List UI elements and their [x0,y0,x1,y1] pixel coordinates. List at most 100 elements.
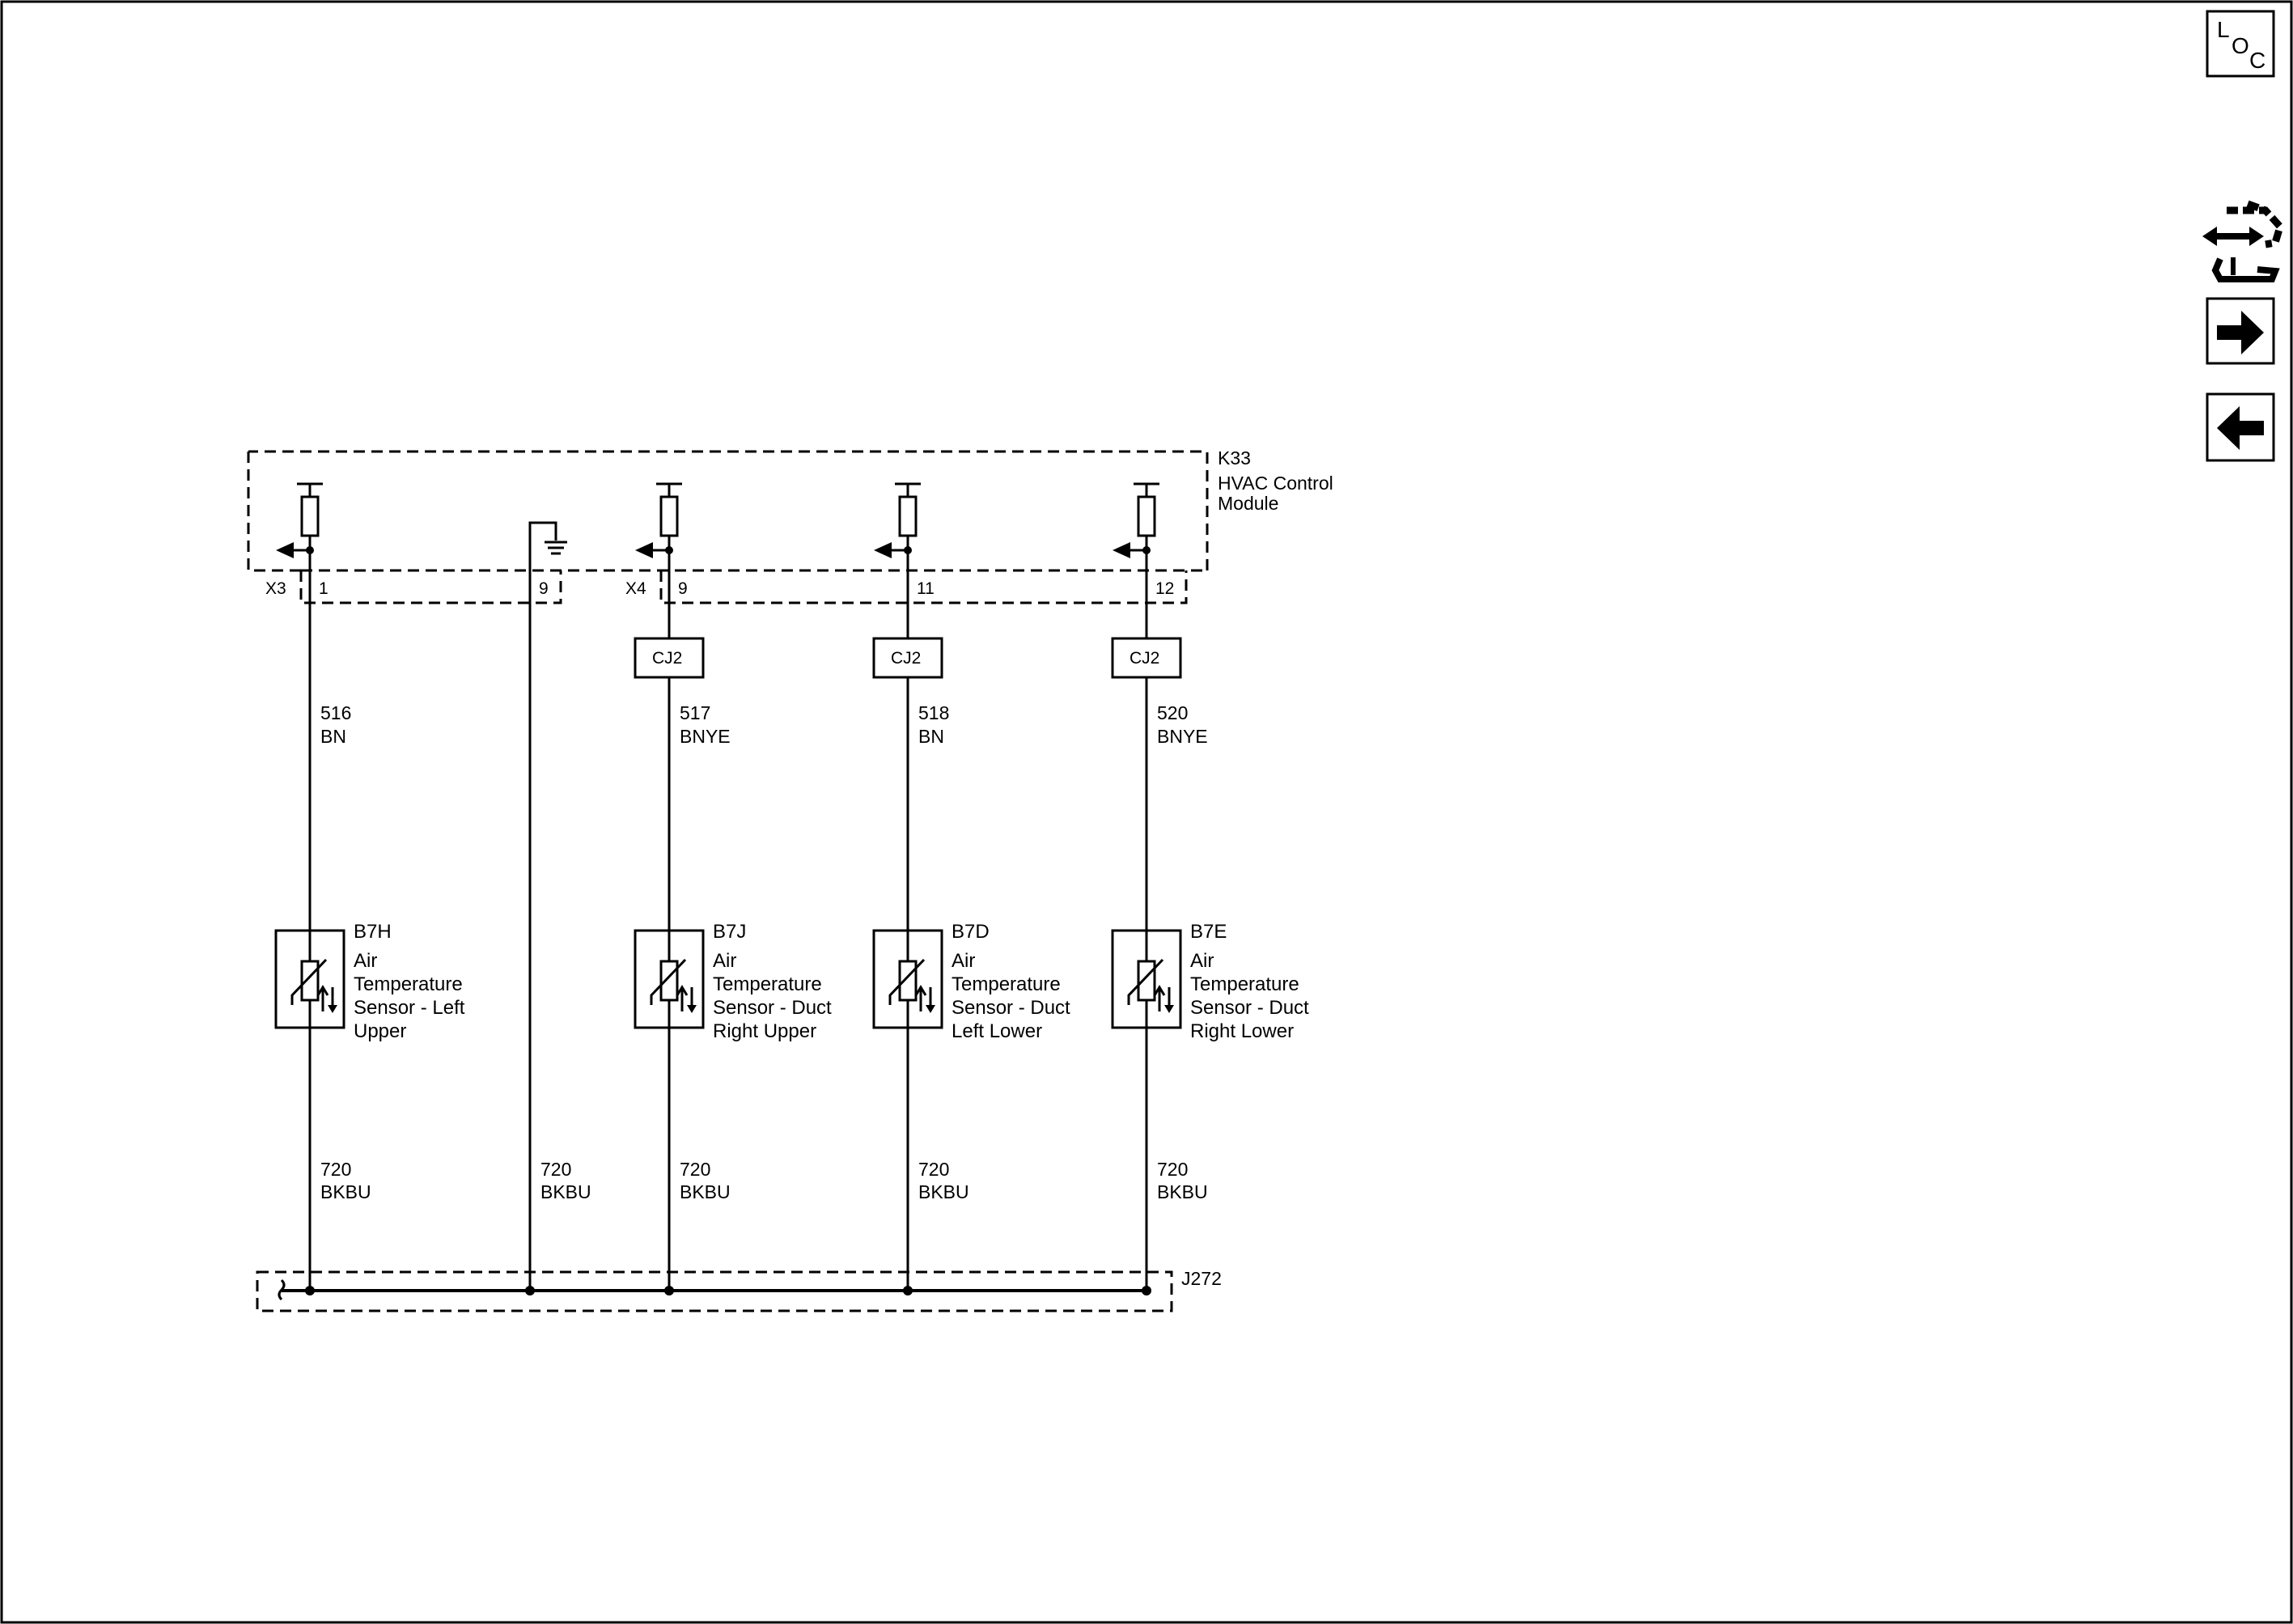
inline-connector-label: CJ2 [652,649,682,668]
ground-wire-number: 720 [1157,1159,1188,1180]
next-page-button[interactable] [2206,297,2275,365]
splice-dot [903,1286,913,1295]
pin-number: 12 [1155,579,1174,598]
connector-x4-label: X4 [625,579,646,598]
splice-dot [1142,1286,1151,1295]
temp-up-arrow-icon [914,985,927,1011]
signal-arrow-icon [276,542,294,558]
ground-wire-color: BKBU [1157,1181,1208,1202]
sensor-name-line: Upper [354,1020,406,1042]
signal-arrow-icon [635,542,653,558]
ground-wire [528,521,557,1291]
inline-connector [634,637,705,679]
ground-wire-color: BKBU [540,1181,591,1202]
signal-arrow-icon [874,542,892,558]
sensor-name-line: Temperature [1190,973,1299,995]
sensor-name-line: Air [354,950,377,972]
sensor-ref: B7H [354,921,392,943]
arrow-right-icon [2217,311,2264,354]
sensor-name-line: Right Lower [1190,1020,1294,1042]
sensor-name-line: Sensor - Duct [713,997,832,1019]
pullup-resistor [300,495,320,537]
signal-wire-number: 520 [1157,702,1188,723]
loc-button[interactable]: L O C [2206,10,2275,78]
inline-connector [872,637,943,679]
hvac-control-module: K33 HVAC Control Module [247,447,1333,572]
sensor-ref: B7J [713,921,746,943]
ground-wire-color: BKBU [680,1181,731,1202]
sensor-ref: B7E [1190,921,1227,943]
ground-wire-number: 720 [918,1159,949,1180]
connector-x4: X4 [625,570,1188,604]
sensor-name-line: Sensor - Duct [1190,997,1309,1019]
ground-wire-color: BKBU [918,1181,969,1202]
pin-number: 1 [319,579,328,598]
loc-letter-l: L [2217,17,2230,42]
signal-wire-number: 518 [918,702,949,723]
module-name-line1: HVAC Control [1218,473,1333,494]
temp-down-arrow-icon [926,1005,935,1013]
temp-up-arrow-icon [316,985,329,1011]
sensor-name-line: Air [713,950,736,972]
thermistor-slash [888,958,926,1005]
splice-j272: J272 [256,1268,1222,1312]
sensor-name-line: Air [1190,950,1214,972]
signal-wire-number: 517 [680,702,710,723]
thermistor-slash [290,958,328,1005]
sensor-name-line: Sensor - Duct [952,997,1070,1019]
signal-wire-number: 516 [320,702,351,723]
ground-wire-number: 720 [540,1159,571,1180]
signal-wire-color: BNYE [680,726,731,747]
sensor-name-line: Right Upper [713,1020,816,1042]
connector-x3-label: X3 [265,579,286,598]
pin-number: 11 [917,579,935,598]
arrow-left-icon [2217,406,2264,450]
ground-wire-number: 720 [680,1159,710,1180]
loc-letter-o: O [2232,33,2249,58]
pullup-resistor [659,495,679,537]
module-name-line2: Module [1218,493,1278,514]
temp-down-arrow-icon [1164,1005,1174,1013]
signal-arrow-icon [1113,542,1130,558]
connector-x3: X3 [265,570,562,604]
splice-dot [525,1286,535,1295]
prev-page-button[interactable] [2206,392,2275,462]
loc-letter-c: C [2249,48,2265,73]
sensor-name-line: Air [952,950,975,972]
signal-wire-color: BNYE [1157,726,1208,747]
pin-number: 9 [539,579,549,598]
pin-number: 9 [678,579,688,598]
ground-wire-color: BKBU [320,1181,371,1202]
splice-dot [664,1286,674,1295]
splice-ref: J272 [1181,1268,1222,1289]
thermistor-icon [898,960,918,1002]
pullup-resistor [898,495,918,537]
temp-down-arrow-icon [687,1005,697,1013]
sensor-name-line: Temperature [713,973,822,995]
signal-wire-color: BN [320,726,346,747]
thermistor-icon [659,960,679,1002]
pullup-resistor [1137,495,1156,537]
signal-wire-color: BN [918,726,944,747]
temp-down-arrow-icon [328,1005,337,1013]
component-connector-icon[interactable] [2202,200,2285,282]
sensor-name-line: Sensor - Left [354,997,465,1019]
module-ref: K33 [1218,447,1251,469]
thermistor-icon [300,960,320,1002]
temp-up-arrow-icon [1153,985,1166,1011]
sensor-ref: B7D [952,921,990,943]
inline-connector [1111,637,1182,679]
sensor-name-line: Left Lower [952,1020,1042,1042]
inline-connector-label: CJ2 [891,649,921,668]
thermistor-slash [650,958,687,1005]
inline-connector-label: CJ2 [1130,649,1159,668]
thermistor-icon [1137,960,1156,1002]
